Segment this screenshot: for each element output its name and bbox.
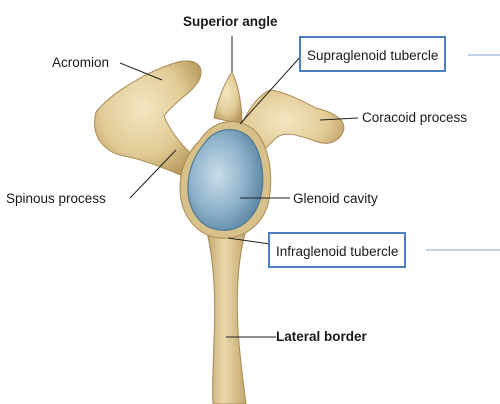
label-spinous-process: Spinous process	[6, 191, 106, 206]
leader-supraglenoid	[239, 54, 303, 125]
label-infraglenoid-tubercle: Infraglenoid tubercle	[268, 232, 407, 268]
leader-acromion	[119, 62, 163, 81]
label-acromion: Acromion	[52, 55, 110, 70]
label-glenoid-cavity: Glenoid cavity	[293, 191, 378, 206]
leader-spinous	[129, 149, 177, 199]
acromion-shape	[94, 60, 202, 179]
glenoid-cavity-shape	[187, 129, 264, 231]
leader-infraglenoid	[227, 237, 271, 245]
superior-angle-shape	[213, 71, 243, 125]
label-superior-angle: Superior angle	[183, 14, 278, 29]
label-lateral-border: Lateral border	[276, 329, 367, 344]
label-supraglenoid-tubercle: Supraglenoid tubercle	[299, 36, 447, 72]
label-coracoid-process: Coracoid process	[362, 110, 468, 125]
lateral-border-shaft	[205, 227, 247, 404]
leader-coracoid	[319, 117, 359, 121]
